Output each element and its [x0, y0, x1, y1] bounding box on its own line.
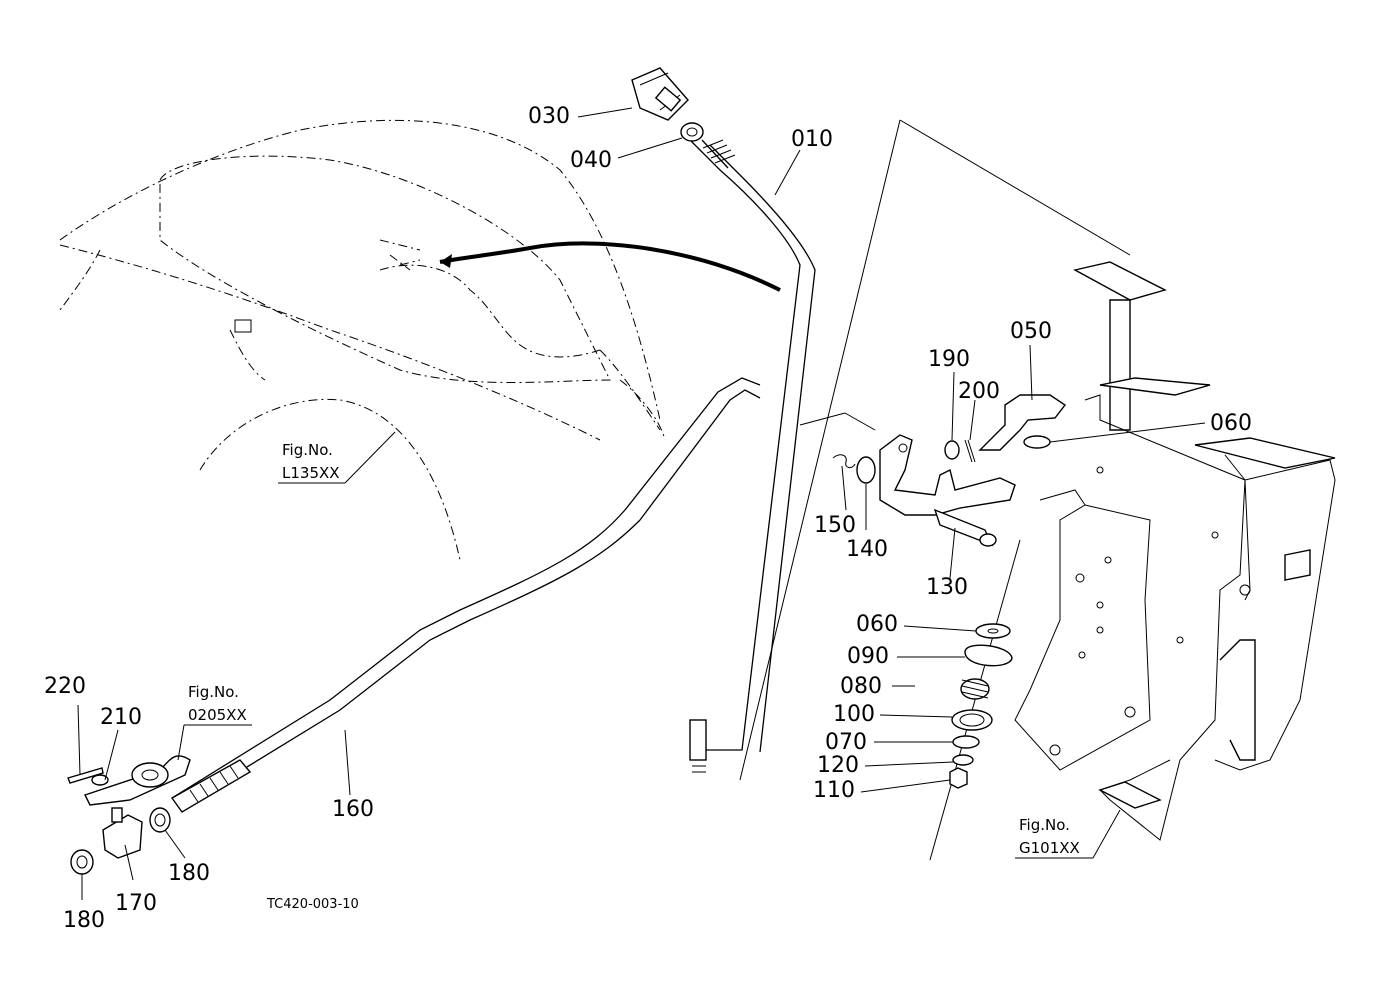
label-050: 050 [1010, 319, 1052, 344]
rod-010 [689, 139, 816, 773]
label-180-left: 180 [63, 908, 105, 933]
label-140: 140 [846, 537, 888, 562]
label-080: 080 [840, 674, 882, 699]
lever-130 [879, 434, 1016, 547]
label-090: 090 [847, 644, 889, 669]
nut-040 [680, 122, 704, 142]
fig-ref-0205: Fig.No. 0205XX [177, 683, 252, 761]
drawing-code: TC420-003-10 [266, 897, 359, 912]
label-040: 040 [570, 148, 612, 173]
label-120: 120 [817, 753, 859, 778]
knob-030 [631, 67, 689, 121]
fig-0205-code: 0205XX [188, 706, 247, 724]
label-110: 110 [813, 778, 855, 803]
label-160: 160 [332, 797, 374, 822]
bracket-050 [978, 394, 1067, 451]
exploded-frame [739, 119, 1131, 861]
washer-190 [944, 440, 960, 460]
label-130: 130 [926, 575, 968, 600]
bracket-g101 [1014, 261, 1336, 841]
washer-060-upper [1023, 435, 1051, 449]
label-190: 190 [928, 347, 970, 372]
part-labels: 030 040 010 050 190 200 060 150 140 130 … [44, 104, 1252, 933]
label-210: 210 [100, 705, 142, 730]
clip-150 [832, 454, 856, 469]
fig-ref-g101: Fig.No. G101XX [1015, 809, 1121, 859]
label-200: 200 [958, 379, 1000, 404]
washer-140 [856, 456, 876, 484]
hood-outline [59, 119, 666, 561]
label-010: 010 [791, 127, 833, 152]
fig-g101-title: Fig.No. [1019, 816, 1070, 834]
spring-stack [949, 623, 1013, 789]
fig-l135-code: L135XX [282, 464, 340, 482]
lower-left-parts [67, 755, 191, 875]
label-060-upper: 060 [1210, 411, 1252, 436]
cable-arrow [439, 241, 781, 292]
label-150: 150 [814, 513, 856, 538]
fig-ref-l135: Fig.No. L135XX [278, 431, 396, 484]
rod-160 [170, 377, 761, 813]
label-070: 070 [825, 730, 867, 755]
pin-200 [964, 439, 976, 463]
fig-g101-code: G101XX [1019, 839, 1080, 857]
label-030: 030 [528, 104, 570, 129]
label-170: 170 [115, 891, 157, 916]
label-180-right: 180 [168, 861, 210, 886]
leader-lines [77, 107, 1206, 900]
label-220: 220 [44, 674, 86, 699]
fig-0205-title: Fig.No. [188, 683, 239, 701]
label-100: 100 [833, 702, 875, 727]
label-060-lower: 060 [856, 612, 898, 637]
fig-l135-title: Fig.No. [282, 441, 333, 459]
